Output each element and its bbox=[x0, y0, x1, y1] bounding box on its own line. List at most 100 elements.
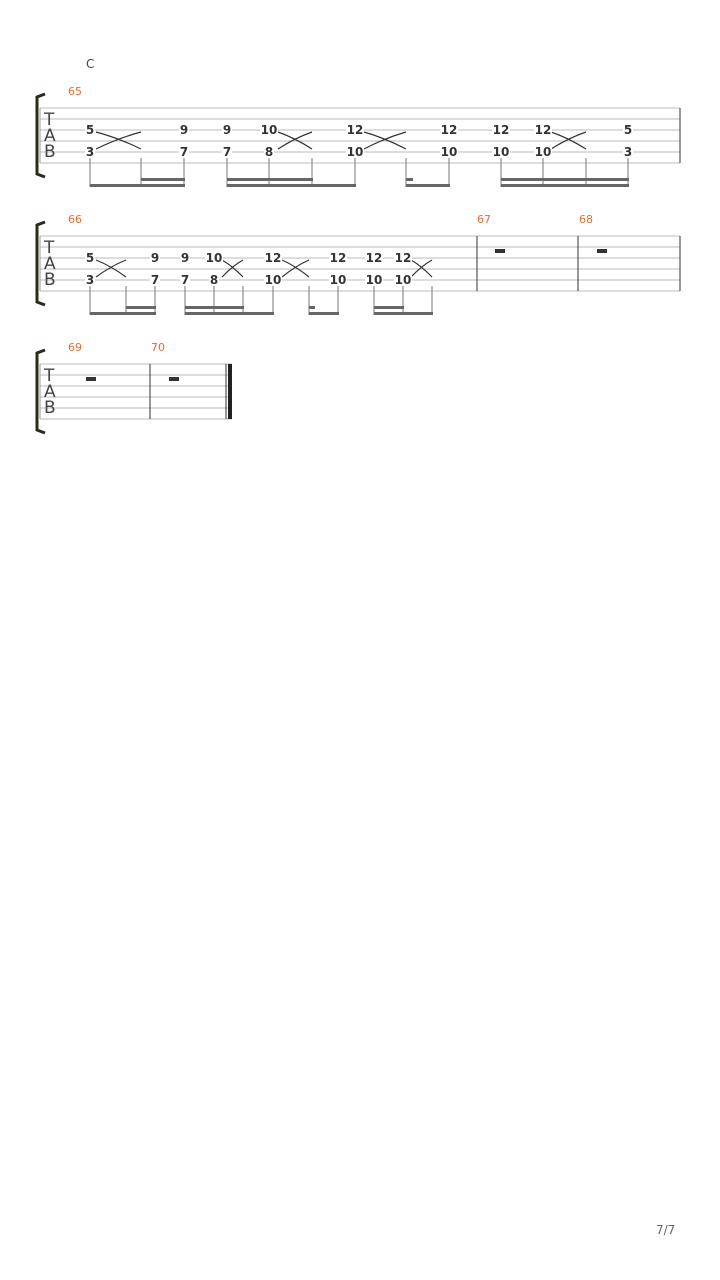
fret-number: 12 bbox=[535, 123, 552, 137]
beam bbox=[185, 306, 244, 309]
whole-rest bbox=[495, 249, 505, 253]
beam bbox=[501, 184, 629, 187]
tab-clef-letter: T bbox=[43, 238, 55, 258]
fret-number: 12 bbox=[395, 251, 412, 265]
fret-bg bbox=[85, 251, 95, 262]
fret-number: 12 bbox=[265, 251, 282, 265]
beam bbox=[374, 312, 433, 315]
fret-bg bbox=[534, 145, 552, 156]
fret-bg bbox=[534, 123, 552, 134]
beam bbox=[227, 178, 313, 181]
fret-bg bbox=[492, 145, 510, 156]
beam bbox=[126, 306, 156, 309]
fret-number: 10 bbox=[347, 145, 364, 159]
fret-bg bbox=[85, 123, 95, 134]
tab-clef-letter: T bbox=[43, 366, 55, 386]
beam bbox=[185, 312, 274, 315]
fret-number: 9 bbox=[181, 251, 189, 265]
fret-bg bbox=[260, 123, 278, 134]
tab-clef-letter: B bbox=[44, 270, 56, 290]
slide-curve bbox=[410, 259, 433, 278]
fret-number: 7 bbox=[180, 145, 188, 159]
fret-number: 8 bbox=[265, 145, 273, 159]
tab-clef-letter: T bbox=[43, 110, 55, 130]
page-number: 7/7 bbox=[656, 1223, 676, 1237]
fret-bg bbox=[179, 145, 189, 156]
tab-clef-letter: A bbox=[44, 126, 56, 146]
fret-bg bbox=[264, 145, 274, 156]
whole-rest bbox=[169, 377, 179, 381]
beam bbox=[227, 184, 356, 187]
fret-number: 12 bbox=[347, 123, 364, 137]
whole-rest bbox=[597, 249, 607, 253]
slide-curve bbox=[95, 259, 127, 278]
beam bbox=[309, 306, 315, 309]
fret-bg bbox=[394, 251, 412, 262]
fret-bg bbox=[346, 123, 364, 134]
beam bbox=[141, 178, 185, 181]
fret-bg bbox=[492, 123, 510, 134]
fret-number: 10 bbox=[535, 145, 552, 159]
fret-bg bbox=[365, 251, 383, 262]
beam bbox=[309, 312, 339, 315]
measure-number: 66 bbox=[68, 213, 82, 226]
fret-bg bbox=[440, 145, 458, 156]
fret-number: 9 bbox=[151, 251, 159, 265]
fret-number: 5 bbox=[86, 251, 94, 265]
fret-number: 7 bbox=[181, 273, 189, 287]
section-marker: C bbox=[86, 57, 95, 71]
fret-bg bbox=[365, 273, 383, 284]
fret-bg bbox=[85, 145, 95, 156]
fret-number: 12 bbox=[493, 123, 510, 137]
fret-number: 7 bbox=[223, 145, 231, 159]
fret-number: 12 bbox=[441, 123, 458, 137]
fret-bg bbox=[222, 145, 232, 156]
measure-number: 69 bbox=[68, 341, 82, 354]
system-bracket bbox=[35, 92, 46, 179]
fret-bg bbox=[394, 273, 412, 284]
fret-bg bbox=[440, 123, 458, 134]
beam bbox=[406, 178, 413, 181]
whole-rest bbox=[86, 377, 96, 381]
fret-number: 3 bbox=[86, 273, 94, 287]
slide-curve bbox=[221, 259, 244, 278]
fret-number: 8 bbox=[210, 273, 218, 287]
beam bbox=[90, 184, 185, 187]
slide-curve bbox=[363, 131, 407, 150]
fret-number: 10 bbox=[493, 145, 510, 159]
fret-number: 5 bbox=[86, 123, 94, 137]
fret-number: 10 bbox=[265, 273, 282, 287]
fret-bg bbox=[329, 251, 347, 262]
fret-bg bbox=[329, 273, 347, 284]
fret-number: 9 bbox=[223, 123, 231, 137]
fret-number: 10 bbox=[330, 273, 347, 287]
measure-number: 70 bbox=[151, 341, 165, 354]
beam bbox=[406, 184, 450, 187]
fret-number: 7 bbox=[151, 273, 159, 287]
slide-curve bbox=[550, 131, 587, 150]
fret-number: 10 bbox=[395, 273, 412, 287]
fret-bg bbox=[209, 273, 219, 284]
fret-bg bbox=[205, 251, 223, 262]
measure-number: 67 bbox=[477, 213, 491, 226]
fret-bg bbox=[150, 273, 160, 284]
tab-clef-letter: B bbox=[44, 398, 56, 418]
fret-number: 10 bbox=[206, 251, 223, 265]
beam bbox=[374, 306, 404, 309]
fret-number: 10 bbox=[261, 123, 278, 137]
beam bbox=[90, 312, 156, 315]
fret-number: 12 bbox=[366, 251, 383, 265]
fret-number: 12 bbox=[330, 251, 347, 265]
system-bracket bbox=[35, 220, 46, 307]
slide-curve bbox=[281, 259, 310, 278]
fret-bg bbox=[85, 273, 95, 284]
fret-bg bbox=[180, 251, 190, 262]
fret-bg bbox=[179, 123, 189, 134]
fret-number: 5 bbox=[624, 123, 632, 137]
fret-number: 10 bbox=[366, 273, 383, 287]
slide-curve bbox=[95, 131, 142, 150]
fret-number: 3 bbox=[624, 145, 632, 159]
fret-number: 9 bbox=[180, 123, 188, 137]
fret-bg bbox=[623, 123, 633, 134]
